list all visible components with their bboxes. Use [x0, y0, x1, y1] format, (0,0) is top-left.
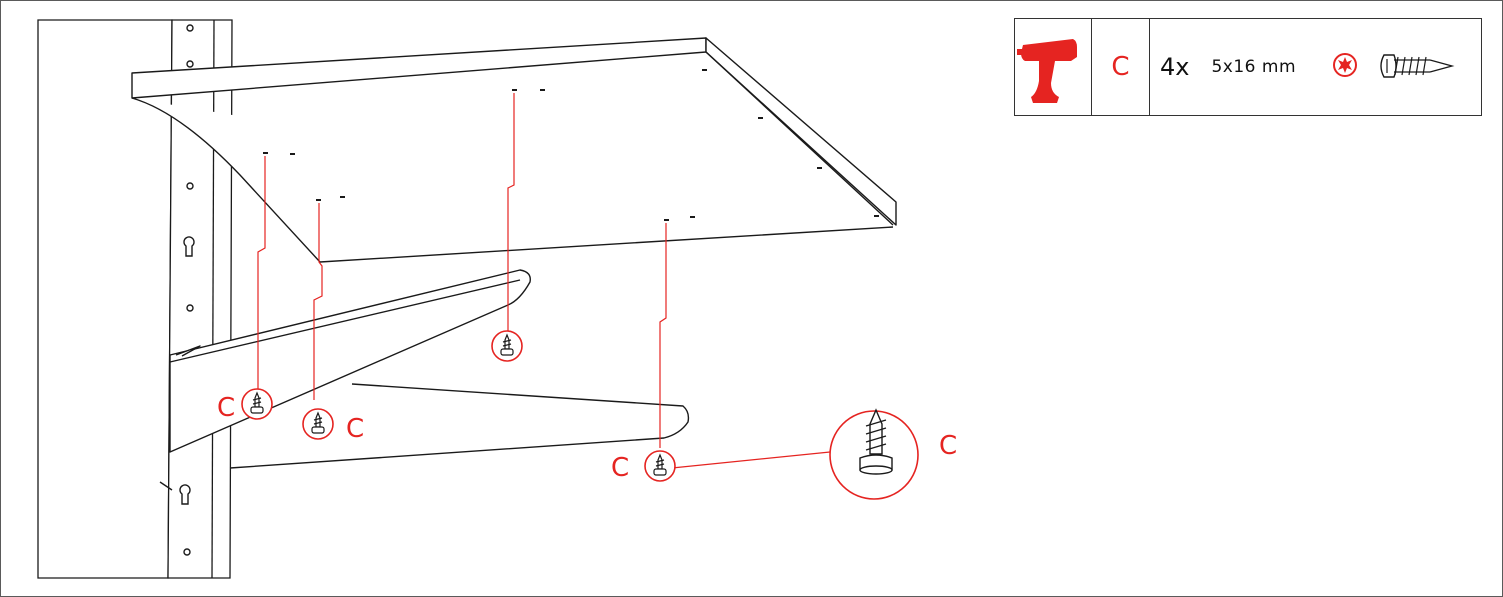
magnified-screw-label: C [939, 431, 957, 461]
screw-callout-1 [241, 388, 273, 420]
legend-screw-size: 5x16 mm [1211, 57, 1297, 77]
screw-callout-4 [644, 450, 676, 482]
legend-code-cell: C [1092, 19, 1150, 115]
shelf-board [131, 37, 897, 263]
legend-code: C [1111, 52, 1130, 82]
shelf-holes [263, 69, 879, 221]
screw-label-3: C [611, 453, 629, 483]
screw-callout-3 [491, 330, 523, 362]
screw-label-2: C [346, 414, 364, 444]
legend-quantity: 4x [1160, 53, 1190, 81]
screw-callout-2 [302, 408, 334, 440]
fastener-legend: C 4x 5x16 mm [1014, 18, 1482, 116]
legend-spec-cell: 4x 5x16 mm [1150, 19, 1481, 115]
wood-screw-icon [1380, 54, 1455, 78]
legend-tool-cell [1015, 19, 1092, 115]
assembly-guide-lines [257, 93, 831, 469]
side-panel [37, 19, 233, 579]
screw-label-1: C [217, 393, 235, 423]
rear-bracket [229, 383, 690, 469]
magnified-screw-callout [829, 408, 919, 500]
electric-drill-icon [1017, 39, 1077, 103]
torx-star-icon [1333, 53, 1357, 77]
